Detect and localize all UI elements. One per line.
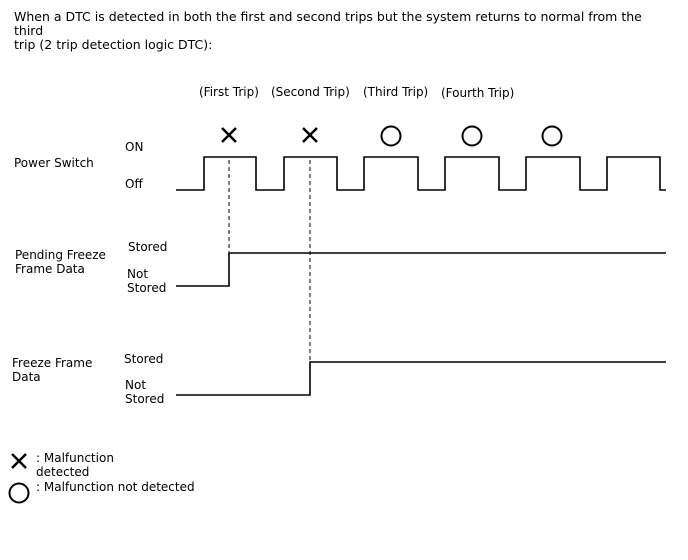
pending-freeze-frame-waveform: [176, 252, 666, 287]
no-malfunction-mark-fourth-trip: [461, 125, 483, 147]
freeze-stored-label: Stored: [124, 352, 164, 366]
pending-stored-label: Stored: [128, 240, 168, 254]
intro-text: When a DTC is detected in both the first…: [14, 10, 674, 52]
freeze-frame-label: Freeze Frame Data: [12, 356, 92, 384]
freeze-frame-label-line-2: Data: [12, 370, 41, 384]
no-malfunction-mark-third-trip: [380, 125, 402, 147]
freeze-not-stored-line-2: Stored: [125, 392, 165, 406]
legend-no-malfunction-icon: [8, 482, 30, 504]
legend-malfunction-line-2: detected: [36, 465, 90, 479]
trip-label-third: (Third Trip): [363, 85, 429, 99]
malfunction-mark-first-trip: [221, 127, 237, 143]
legend-malfunction-line-1: : Malfunction: [36, 451, 114, 465]
trip-label-fourth: (Fourth Trip): [441, 86, 515, 100]
pending-freeze-frame-label: Pending Freeze Frame Data: [15, 248, 106, 276]
intro-line-1: When a DTC is detected in both the first…: [14, 9, 642, 38]
freeze-not-stored-line-1: Not: [125, 378, 147, 392]
intro-line-2: trip (2 trip detection logic DTC):: [14, 37, 213, 52]
power-switch-on-label: ON: [125, 140, 144, 154]
pending-freeze-frame-label-line-2: Frame Data: [15, 262, 85, 276]
pending-not-stored-line-1: Not: [127, 267, 149, 281]
pending-freeze-frame-label-line-1: Pending Freeze: [15, 248, 106, 262]
pending-not-stored-line-2: Stored: [127, 281, 167, 295]
legend-no-malfunction-label: : Malfunction not detected: [36, 480, 195, 494]
pending-not-stored-label: Not Stored: [127, 267, 166, 295]
trip-label-second: (Second Trip): [271, 85, 350, 99]
legend-malfunction-label: : Malfunction detected: [36, 451, 114, 479]
freeze-not-stored-label: Not Stored: [125, 378, 164, 406]
power-switch-off-label: Off: [125, 177, 143, 191]
power-switch-label: Power Switch: [14, 156, 94, 170]
freeze-frame-label-line-1: Freeze Frame: [12, 356, 93, 370]
malfunction-mark-second-trip: [302, 127, 318, 143]
no-malfunction-mark-fifth-trip: [541, 125, 563, 147]
power-switch-waveform: [176, 156, 666, 191]
trip-label-first: (First Trip): [199, 85, 259, 99]
freeze-frame-waveform: [176, 361, 666, 396]
legend-malfunction-icon: [11, 453, 27, 469]
